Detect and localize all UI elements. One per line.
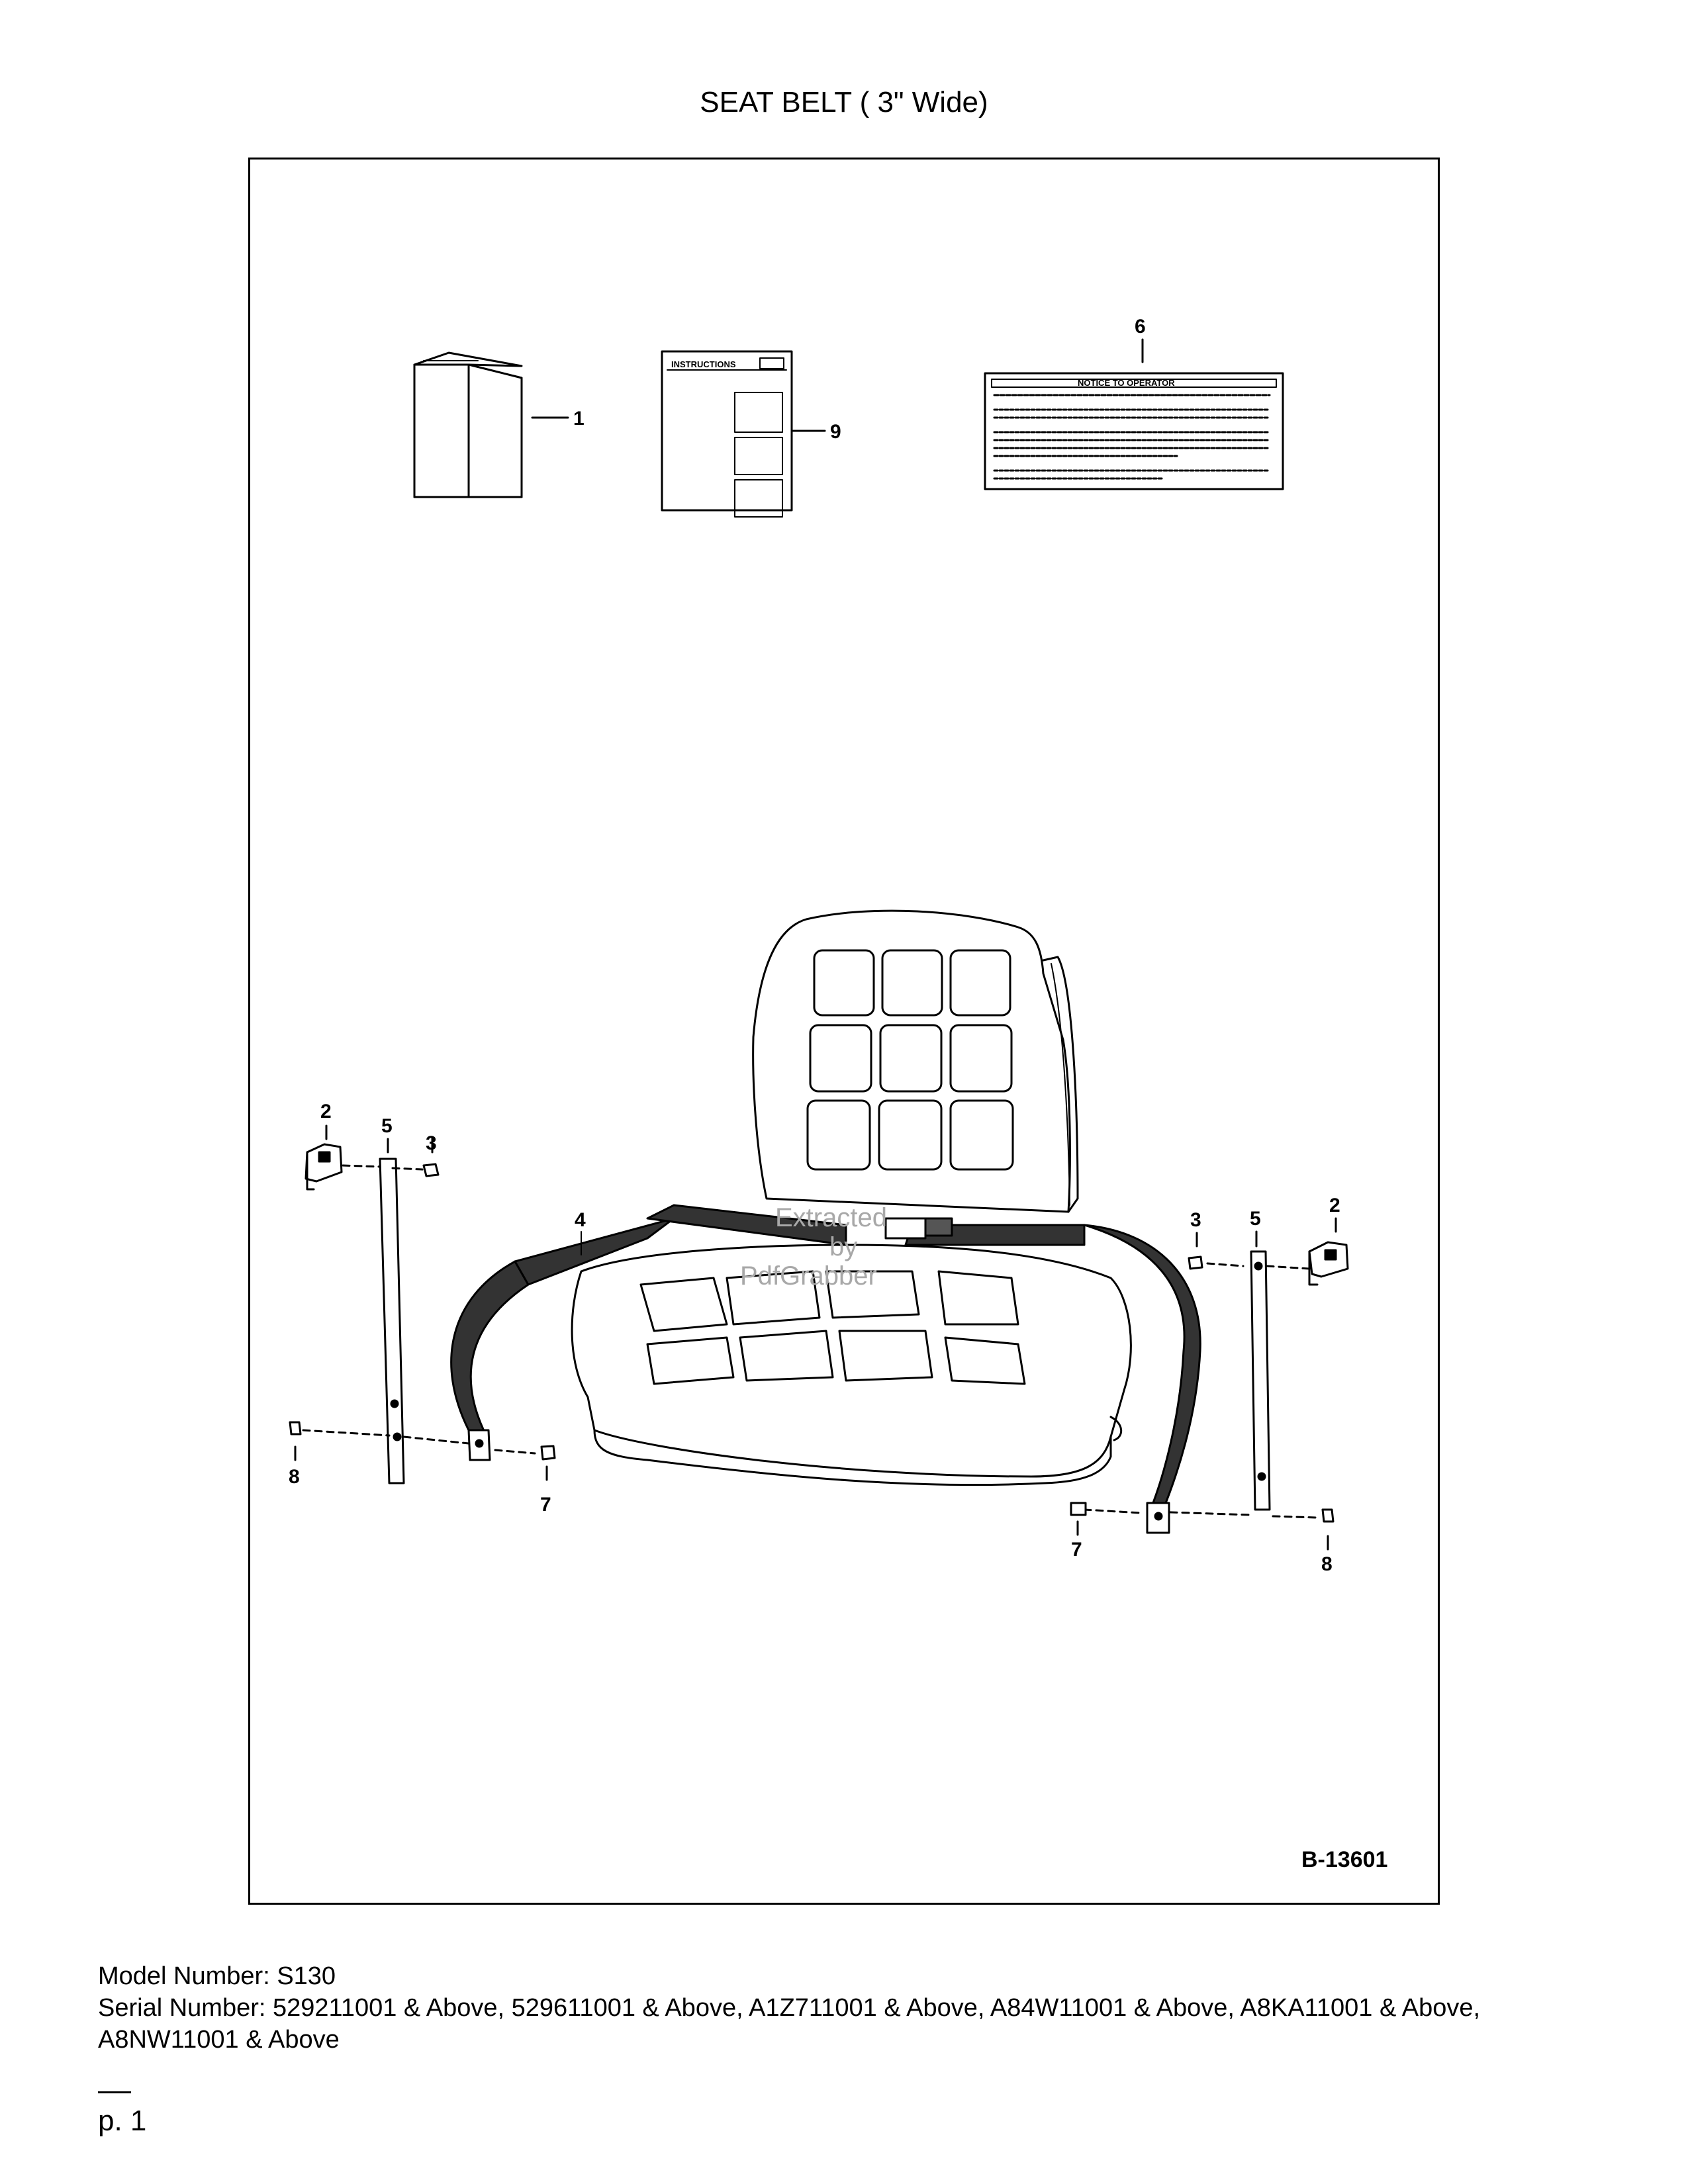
callout-6: 6	[1135, 316, 1146, 338]
callout-5-right: 5	[1250, 1208, 1261, 1230]
figure-id: B-13601	[1301, 1847, 1387, 1872]
callout-7-left: 7	[540, 1494, 551, 1516]
serial-number: Serial Number: 529211001 & Above, 529611…	[98, 1994, 1481, 2054]
footer: Model Number: S130 Serial Number: 529211…	[98, 1960, 1594, 2056]
callout-3-right: 3	[1190, 1209, 1201, 1231]
watermark-line-1: Extracted	[775, 1203, 887, 1232]
parts-diagram-frame: 1 INSTRUCTIONS 9 NOTICE	[248, 158, 1440, 1905]
callout-2-left: 2	[320, 1101, 332, 1122]
model-number: Model Number: S130	[98, 1962, 336, 1990]
part-9-instructions-card	[661, 350, 826, 518]
callout-1: 1	[573, 408, 585, 430]
page-title: SEAT BELT ( 3" Wide)	[700, 86, 988, 118]
right-hardware	[1070, 1217, 1349, 1551]
callout-9: 9	[830, 421, 841, 443]
callout-4: 4	[575, 1209, 586, 1231]
part-4-seat-belt	[450, 1204, 1201, 1534]
callout-8-right: 8	[1321, 1553, 1333, 1575]
left-hardware	[289, 1124, 556, 1484]
callout-2-right: 2	[1329, 1195, 1340, 1216]
parts-diagram: 1 INSTRUCTIONS 9 NOTICE	[289, 316, 1387, 1872]
instructions-card-label: INSTRUCTIONS	[671, 359, 736, 369]
callout-7-right: 7	[1071, 1539, 1082, 1561]
watermark-line-2: by	[829, 1232, 857, 1261]
callout-8-left: 8	[289, 1466, 300, 1488]
part-6-decal	[984, 338, 1284, 490]
callout-3-left: 3	[426, 1132, 437, 1154]
footer-rule	[98, 2091, 131, 2093]
seat-back	[752, 909, 1079, 1213]
page-number: p. 1	[98, 2105, 147, 2137]
decal-heading: NOTICE TO OPERATOR	[1078, 378, 1175, 388]
callout-5-left: 5	[381, 1115, 393, 1137]
watermark-line-3: PdfGrabber	[740, 1261, 877, 1291]
seat-cushion	[571, 1244, 1132, 1486]
part-1-box	[413, 351, 569, 498]
